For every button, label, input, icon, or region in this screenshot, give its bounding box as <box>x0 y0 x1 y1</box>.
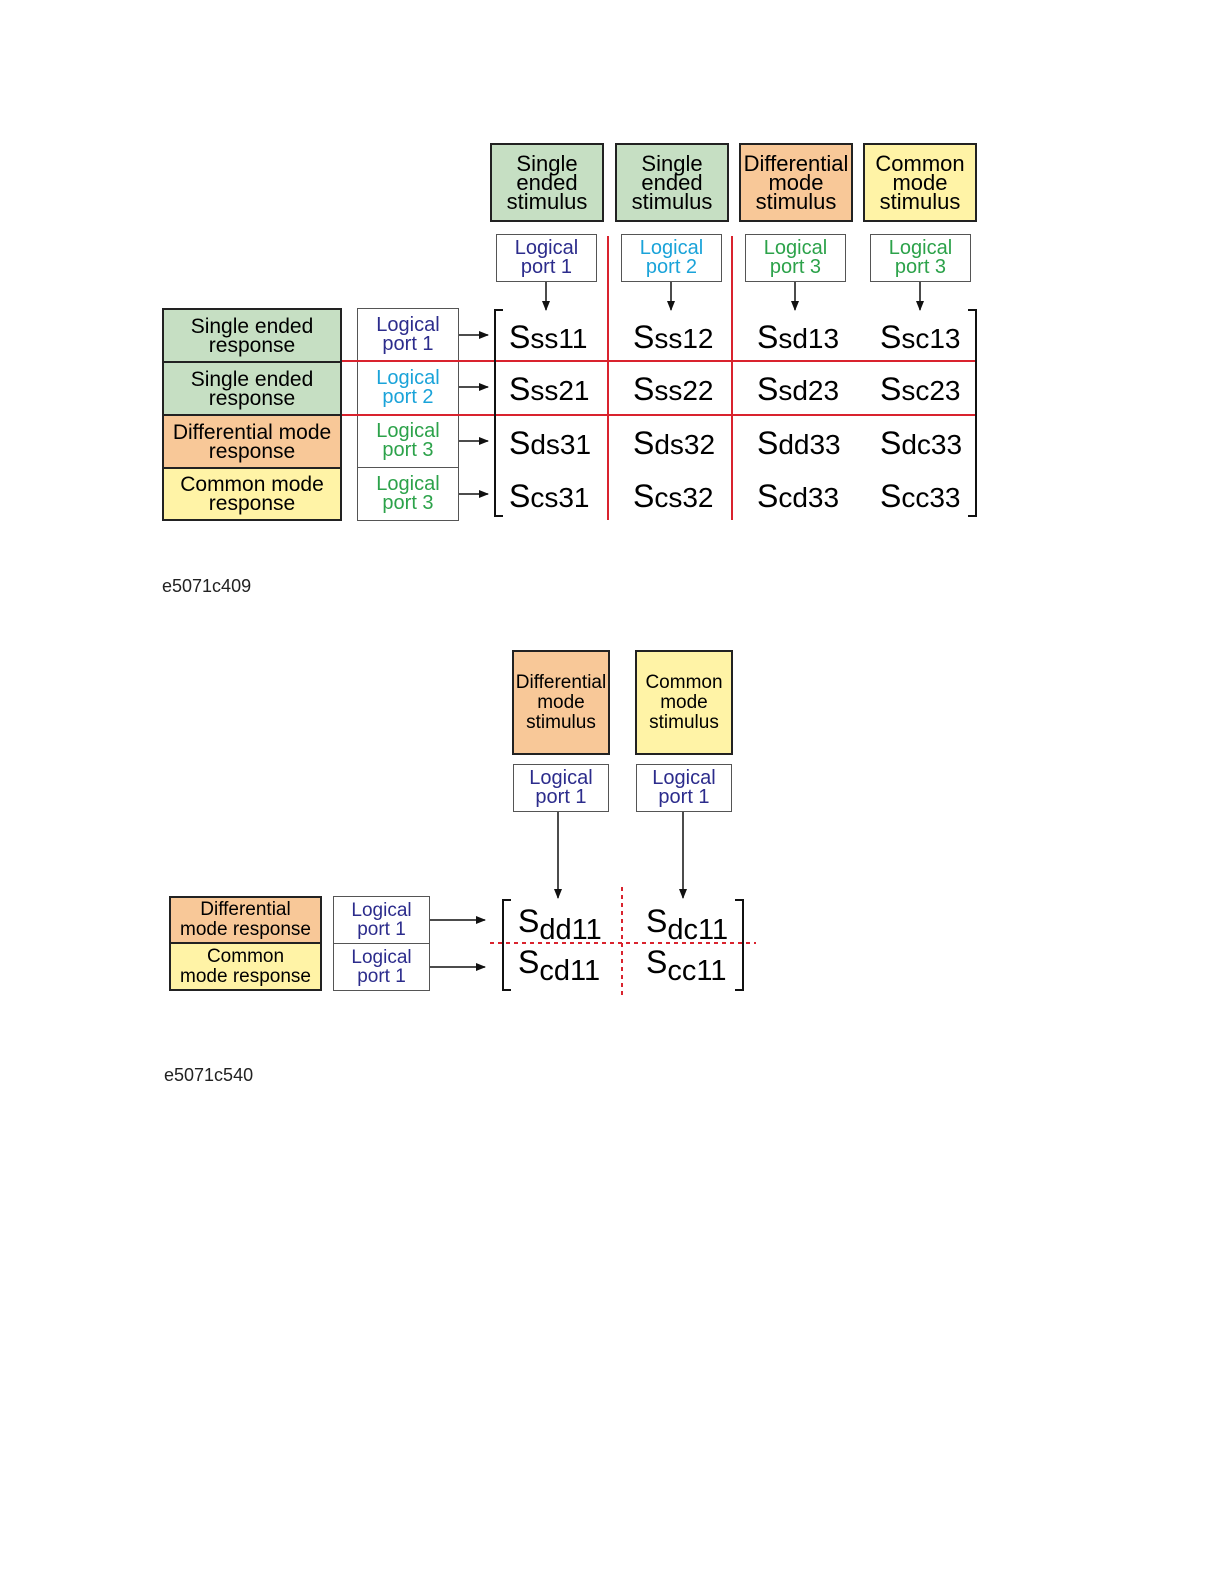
matrix-left-bracket <box>494 309 503 517</box>
response-label-single-ended-2: Single ended response <box>162 361 342 416</box>
matrix-cell-cc33: Scc33 <box>880 478 961 514</box>
column-port-3: Logical port 3 <box>745 234 846 282</box>
stimulus-header-single-ended-1: Single ended stimulus <box>490 143 604 222</box>
matrix-right-bracket <box>735 899 744 991</box>
matrix-cell-cc11: Scc11 <box>646 944 727 987</box>
response-label-common: Common mode response <box>169 942 322 991</box>
row-port-3: Logical port 3 <box>357 414 459 468</box>
matrix-cell-dc33: Sdc33 <box>880 425 963 461</box>
matrix-cell-ds31: Sds31 <box>509 425 592 461</box>
matrix-cell-sc13: Ssc13 <box>880 319 961 355</box>
matrix-cell-dc11: Sdc11 <box>646 903 729 946</box>
matrix-cell-cd33: Scd33 <box>757 478 840 514</box>
matrix-cell-ss11: Sss11 <box>509 319 588 355</box>
stimulus-header-single-ended-2: Single ended stimulus <box>615 143 729 222</box>
column-port-1: Logical port 1 <box>513 764 609 812</box>
matrix-cell-ss22: Sss22 <box>633 371 714 407</box>
response-label-differential: Differential mode response <box>169 896 322 944</box>
response-label-common: Common mode response <box>162 467 342 521</box>
figure-2-caption: e5071c540 <box>164 1065 254 1085</box>
matrix-cell-ss12: Sss12 <box>633 319 714 355</box>
matrix-cell-cd11: Scd11 <box>518 944 601 987</box>
matrix-cell-sd13: Ssd13 <box>757 319 840 355</box>
matrix-cell-dd33: Sdd33 <box>757 425 841 461</box>
row-port-1: Logical port 1 <box>333 896 430 944</box>
matrix-cell-cs31: Scs31 <box>509 478 590 514</box>
matrix-cell-cs32: Scs32 <box>633 478 714 514</box>
matrix-cell-dd11: Sdd11 <box>518 903 602 946</box>
matrix-cell-sd23: Ssd23 <box>757 371 840 407</box>
stimulus-header-common: Common mode stimulus <box>635 650 733 755</box>
matrix-right-bracket <box>968 309 977 517</box>
matrix-left-bracket <box>502 899 511 991</box>
matrix-cell-sc23: Ssc23 <box>880 371 961 407</box>
stimulus-header-differential: Differential mode stimulus <box>739 143 853 222</box>
column-port-1: Logical port 1 <box>496 234 597 282</box>
response-label-single-ended-1: Single ended response <box>162 308 342 363</box>
row-port-2: Logical port 1 <box>333 943 430 991</box>
stimulus-header-differential: Differential mode stimulus <box>512 650 610 755</box>
matrix-cell-ds32: Sds32 <box>633 425 716 461</box>
figure-1-caption: e5071c409 <box>162 576 252 596</box>
row-port-4: Logical port 3 <box>357 467 459 521</box>
column-port-2: Logical port 2 <box>621 234 722 282</box>
row-port-1: Logical port 1 <box>357 308 459 362</box>
column-port-2: Logical port 1 <box>636 764 732 812</box>
column-port-4: Logical port 3 <box>870 234 971 282</box>
matrix-cell-ss21: Sss21 <box>509 371 590 407</box>
row-port-2: Logical port 2 <box>357 361 459 415</box>
stimulus-header-common: Common mode stimulus <box>863 143 977 222</box>
